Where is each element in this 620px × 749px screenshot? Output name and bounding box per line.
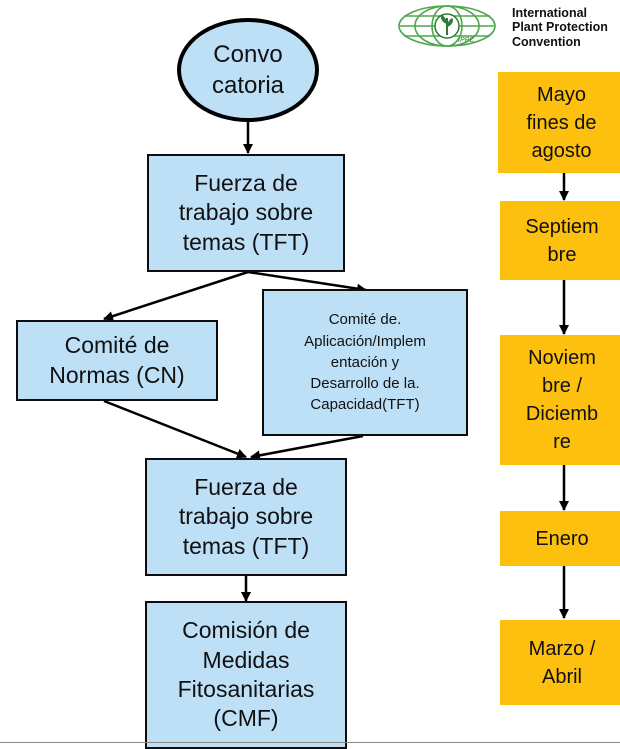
timeline-step-1: Mayo fines de agosto — [498, 72, 620, 173]
start-node-convocatoria: Convo catoria — [177, 18, 319, 122]
ippc-organization-name: International Plant Protection Conventio… — [512, 6, 608, 49]
process-comite-aplicacion: Comité de. Aplicación/Implem entación y … — [262, 289, 468, 436]
timeline-step-2: Septiem bre — [500, 201, 620, 280]
process-comite-normas: Comité de Normas (CN) — [16, 320, 218, 401]
arrow-tft-to-cn — [103, 270, 249, 321]
process-cmf: Comisión de Medidas Fitosanitarias (CMF) — [145, 601, 347, 749]
ippc-logo-label: IPPC — [458, 37, 475, 44]
timeline-step-4: Enero — [500, 511, 620, 566]
bottom-divider — [0, 742, 620, 743]
process-tft-top: Fuerza de trabajo sobre temas (TFT) — [147, 154, 345, 272]
timeline-step-3: Noviem bre / Diciemb re — [500, 335, 620, 465]
arrow-cn-to-tft — [103, 399, 247, 459]
arrow-tft-to-cadc — [247, 270, 367, 294]
arrow-cadc-to-tft — [250, 434, 364, 461]
process-tft-bottom: Fuerza de trabajo sobre temas (TFT) — [145, 458, 347, 576]
ippc-logo-globe: IPPC — [398, 5, 496, 47]
timeline-step-5: Marzo / Abril — [500, 620, 620, 705]
